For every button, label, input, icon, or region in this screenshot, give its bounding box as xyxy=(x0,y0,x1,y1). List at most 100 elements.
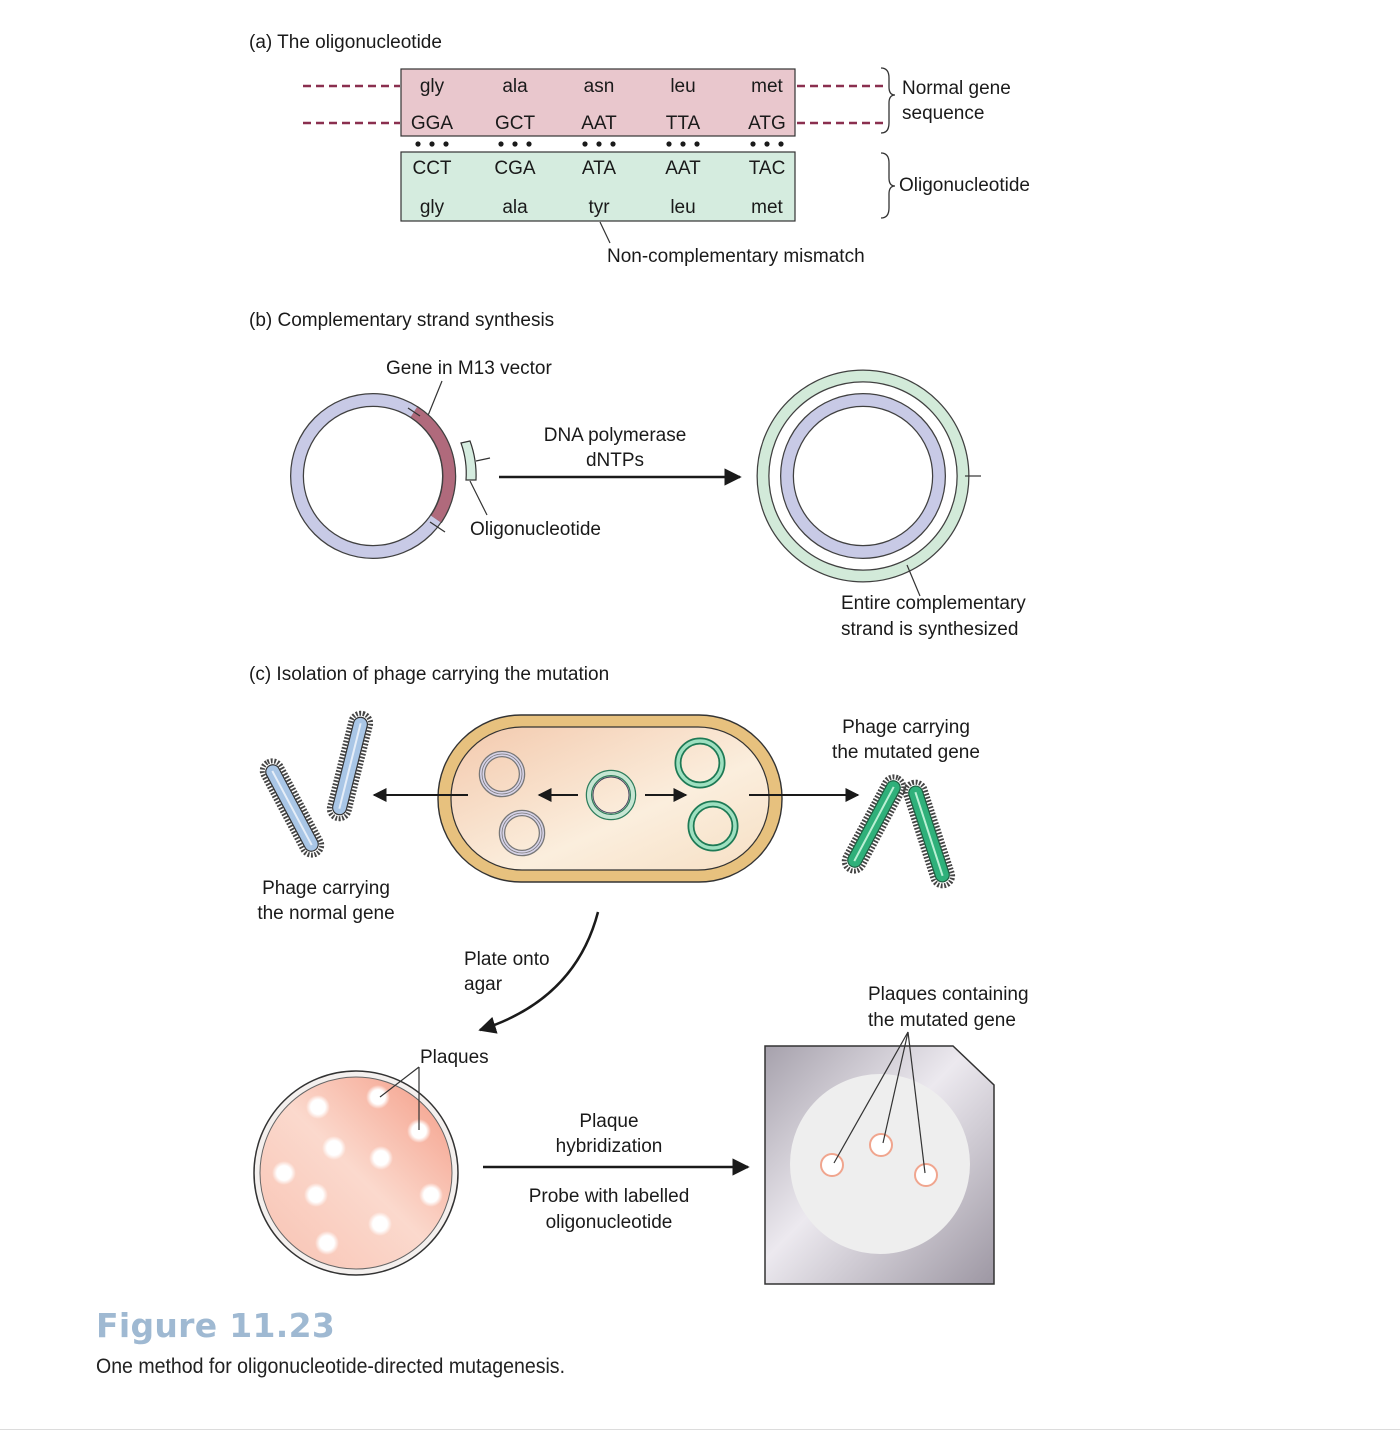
hybridized-plaque xyxy=(914,1163,938,1187)
oligonucleotide-label: Oligonucleotide xyxy=(899,175,1030,196)
gene-pointer xyxy=(426,380,443,419)
agar-plate xyxy=(259,1076,453,1270)
mutant-plasmid xyxy=(687,800,739,852)
normal-gene-box xyxy=(400,68,796,137)
panel-c: (c) Isolation of phage carrying the muta… xyxy=(249,664,1029,1285)
entire-strand-label-1: Entire complementary xyxy=(841,593,1026,614)
base-pair-dot xyxy=(415,141,421,147)
mutant-plaque-pointer-1 xyxy=(833,1031,909,1164)
plaques-mutated-label-1: Plaques containing xyxy=(868,984,1029,1005)
base-pair-dot xyxy=(443,141,449,147)
plaque-label-1: Plaque xyxy=(579,1111,638,1132)
panel-c-title: (c) Isolation of phage carrying the muta… xyxy=(249,664,609,685)
oligonucleotide-brace xyxy=(880,152,896,219)
panel-a-title: (a) The oligonucleotide xyxy=(249,32,442,53)
figure-number: Figure 11.23 xyxy=(96,1306,336,1345)
gene-boundary-tick-top xyxy=(407,407,421,417)
plaque xyxy=(366,1085,390,1109)
hybridization-label: hybridization xyxy=(556,1136,663,1157)
oligonucleotide-fragment xyxy=(460,440,477,481)
panel-b: (b) Complementary strand synthesis Gene … xyxy=(249,310,1026,640)
plaques-mutated-label-2: the mutated gene xyxy=(868,1010,1016,1031)
plaque xyxy=(407,1119,431,1143)
top-amino-acid: ala xyxy=(502,76,528,97)
normal-plasmid xyxy=(498,809,546,857)
filter-disc xyxy=(790,1074,970,1254)
plaques-label: Plaques xyxy=(420,1047,489,1068)
figure-caption: One method for oligonucleotide-directed … xyxy=(96,1355,566,1378)
gene-in-m13-label: Gene in M13 vector xyxy=(386,358,552,379)
normal-phage xyxy=(259,758,325,858)
base-pair-dot xyxy=(498,141,504,147)
normal-plasmid xyxy=(478,750,526,798)
base-pair-dot xyxy=(680,141,686,147)
plate-arrow xyxy=(478,911,600,1034)
probe-label-2: oligonucleotide xyxy=(546,1212,673,1233)
top-codon: AAT xyxy=(581,113,617,134)
mutant-phage xyxy=(902,779,956,889)
mutated-phage-label-2: the mutated gene xyxy=(832,742,980,763)
bottom-amino-acid: gly xyxy=(420,197,445,218)
plaques-pointer-1 xyxy=(379,1066,420,1098)
panel-b-title: (b) Complementary strand synthesis xyxy=(249,310,554,331)
bottom-codon: AAT xyxy=(665,158,701,179)
plaque xyxy=(304,1183,328,1207)
gene-segment xyxy=(410,407,455,523)
bottom-amino-acid: met xyxy=(751,197,783,218)
base-pair-dot xyxy=(694,141,700,147)
mutant-plaque-pointer-3 xyxy=(907,1031,926,1174)
plaque xyxy=(272,1161,296,1185)
product-pointer xyxy=(906,564,921,597)
bottom-codon: ATA xyxy=(582,158,616,179)
top-amino-acid: met xyxy=(751,76,783,97)
heteroduplex-plasmid xyxy=(585,769,637,821)
oligo-pointer xyxy=(469,480,488,516)
plaque xyxy=(306,1095,330,1119)
plaque xyxy=(315,1231,339,1255)
plaque xyxy=(419,1183,443,1207)
base-pair-dot xyxy=(750,141,756,147)
base-pair-dot xyxy=(610,141,616,147)
normal-phage-label-1: Phage carrying xyxy=(262,878,390,899)
normal-gene-brace xyxy=(880,67,896,134)
top-codon: GCT xyxy=(495,113,536,134)
probe-label-1: Probe with labelled xyxy=(529,1186,690,1207)
top-amino-acid: leu xyxy=(670,76,695,97)
plate-onto-label-2: agar xyxy=(464,974,503,995)
template-strand xyxy=(781,394,945,558)
dntps-label: dNTPs xyxy=(586,450,644,471)
mutant-plasmid xyxy=(674,737,726,789)
bottom-amino-acid: tyr xyxy=(588,197,610,218)
mismatch-pointer xyxy=(599,221,611,244)
new-complementary-strand xyxy=(757,370,969,582)
mutated-phage-label-1: Phage carrying xyxy=(842,717,970,738)
top-codon: TTA xyxy=(666,113,701,134)
hybridized-plaque xyxy=(869,1133,893,1157)
top-codon: ATG xyxy=(748,113,786,134)
plate-onto-label-1: Plate onto xyxy=(464,949,550,970)
base-pair-dot xyxy=(764,141,770,147)
mismatch-tick xyxy=(475,457,491,462)
hybridized-plaque xyxy=(820,1153,844,1177)
plaque xyxy=(369,1146,393,1170)
normal-phage-label-2: the normal gene xyxy=(257,903,394,924)
plaques-group xyxy=(272,1085,443,1255)
bottom-divider xyxy=(0,1429,1400,1430)
mismatch-label: Non-complementary mismatch xyxy=(607,246,865,267)
base-pair-dot xyxy=(778,141,784,147)
plaque xyxy=(368,1212,392,1236)
bottom-codon: TAC xyxy=(749,158,786,179)
bottom-amino-acid: leu xyxy=(670,197,695,218)
bottom-amino-acid: ala xyxy=(502,197,528,218)
base-pair-dot xyxy=(526,141,532,147)
base-pair-dot xyxy=(582,141,588,147)
mutant-plaque-pointer-2 xyxy=(882,1031,909,1144)
plaque xyxy=(322,1136,346,1160)
top-amino-acid: asn xyxy=(584,76,615,97)
base-pair-dot xyxy=(512,141,518,147)
top-amino-acid: gly xyxy=(420,76,445,97)
normal-phage xyxy=(326,710,374,822)
